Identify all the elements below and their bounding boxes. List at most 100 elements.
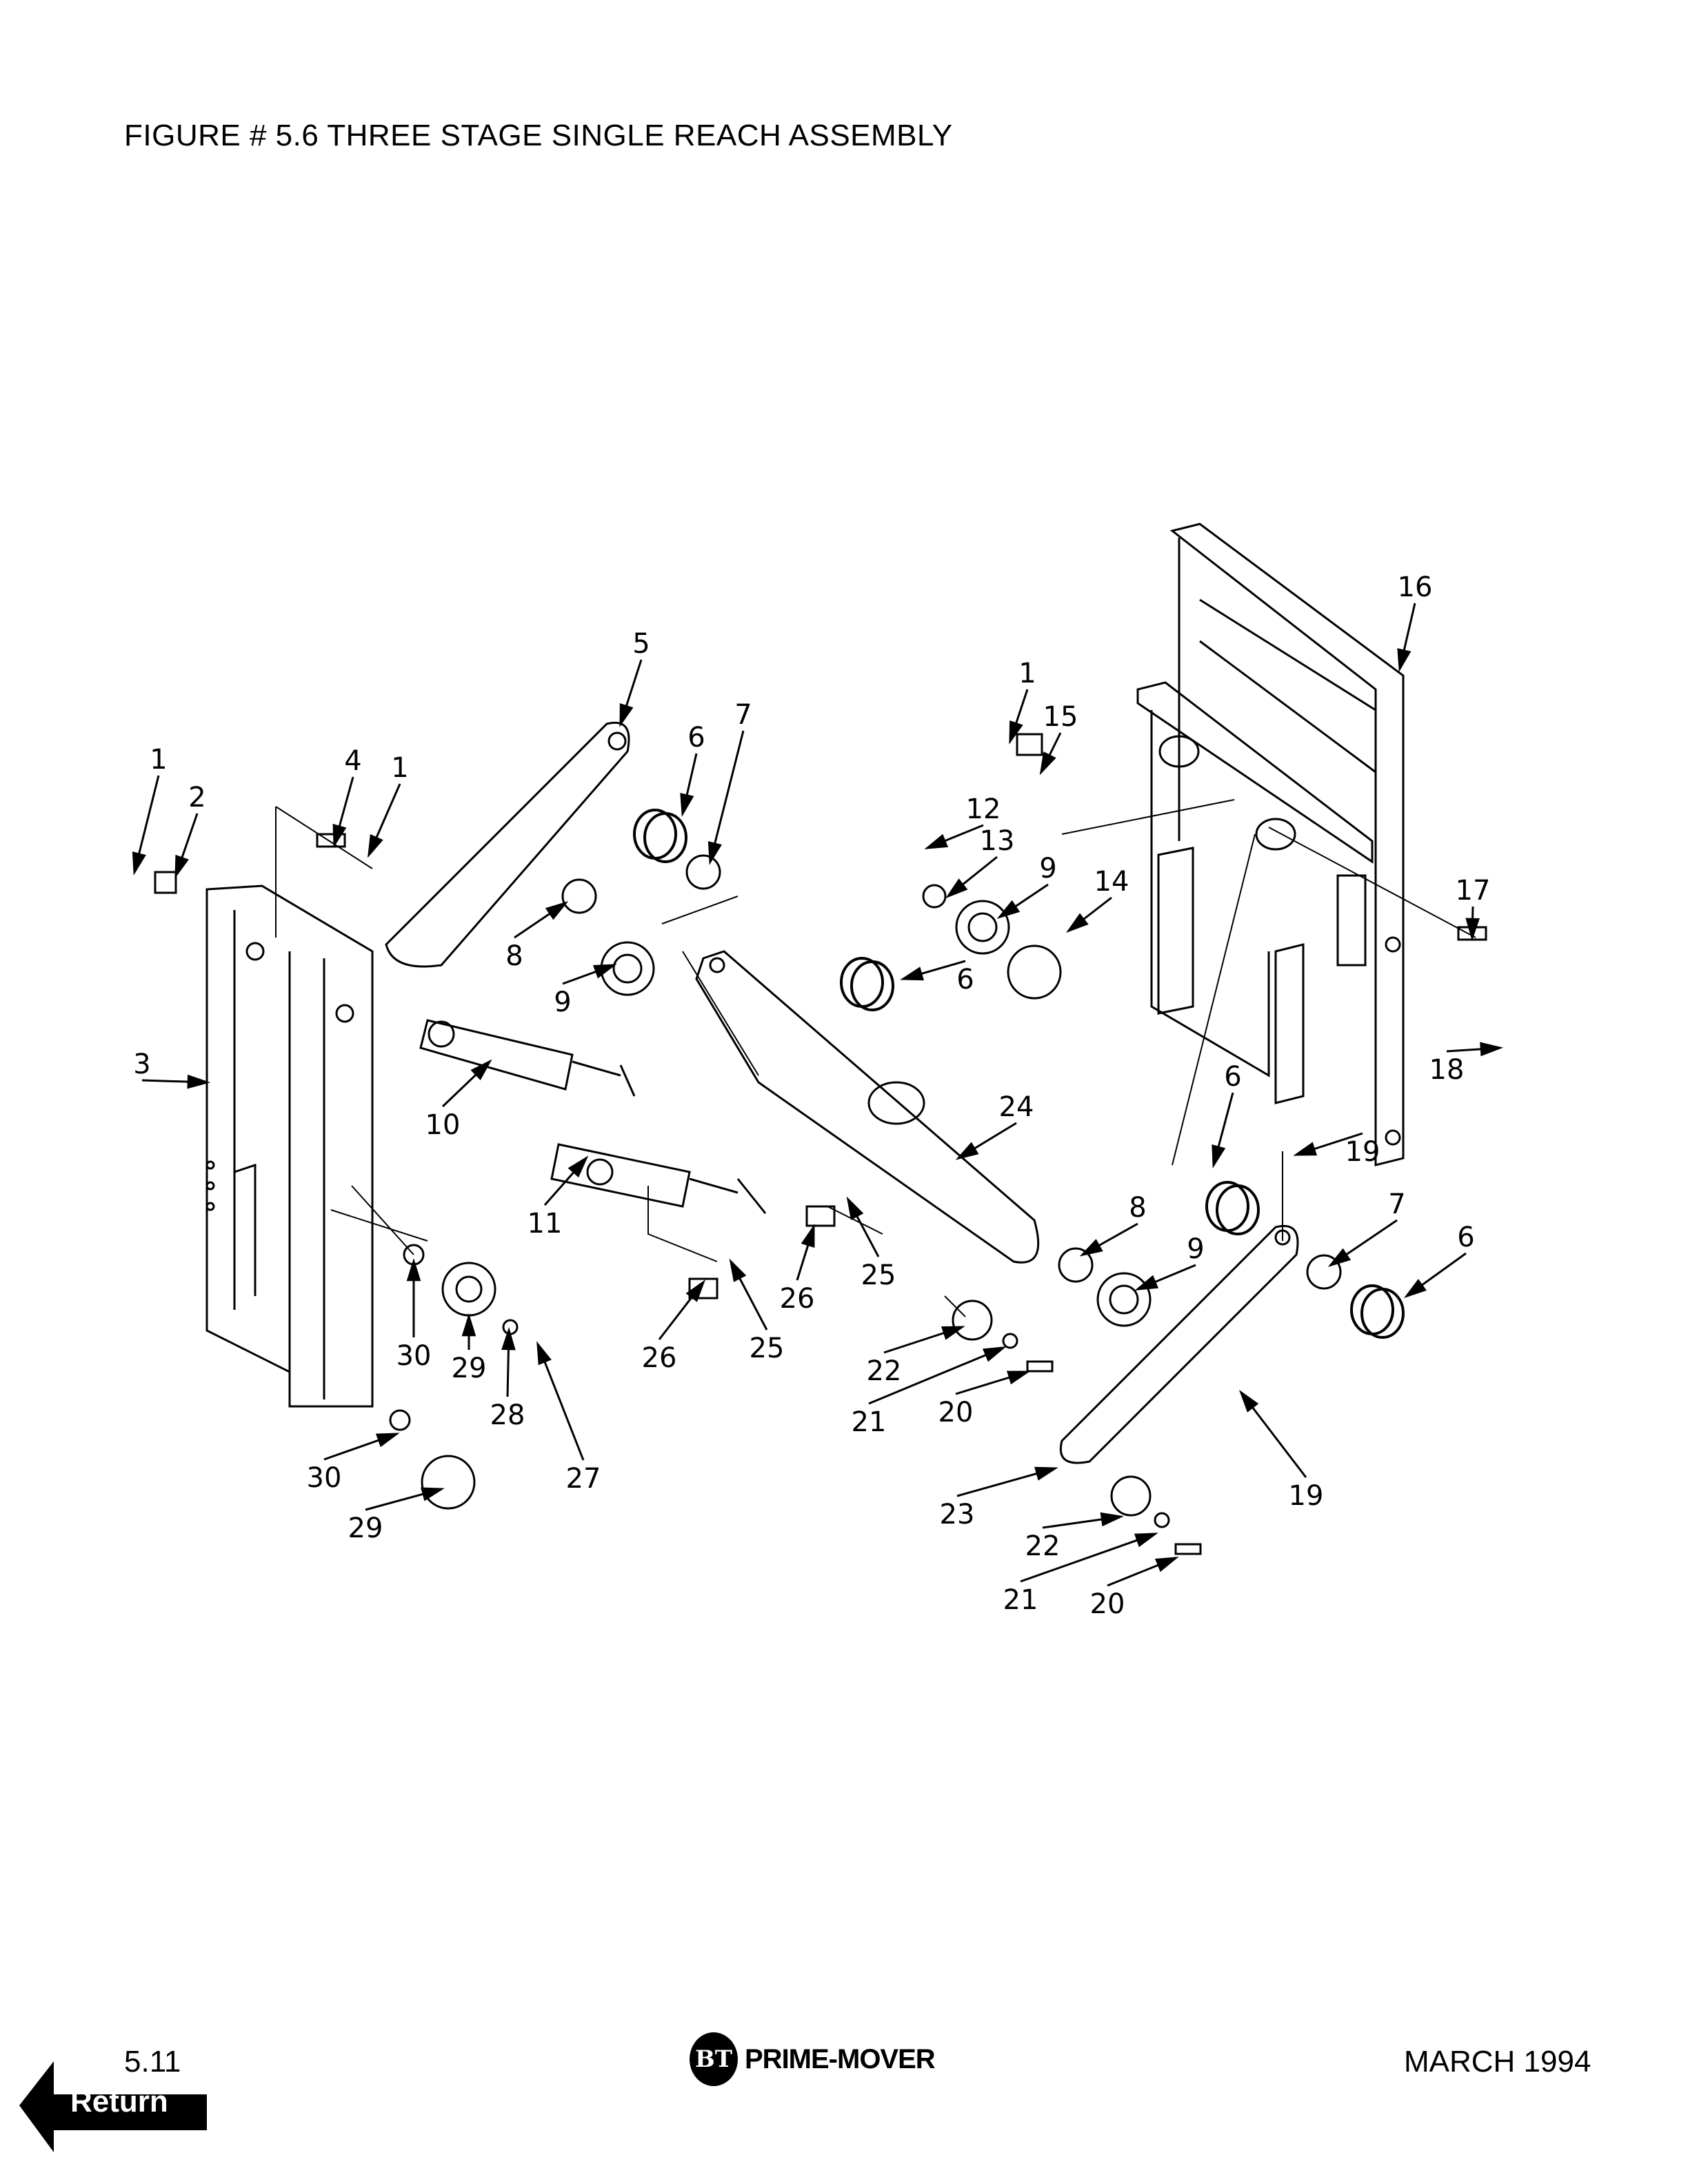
arrowhead-icon xyxy=(729,1258,747,1282)
callout-label: 2 xyxy=(188,782,205,813)
bt-logo-badge: BT xyxy=(690,2032,738,2086)
callout-label: 9 xyxy=(1187,1233,1204,1265)
arrowhead-icon xyxy=(900,967,925,981)
arm-part-5 xyxy=(385,722,630,968)
callout-label: 3 xyxy=(133,1049,150,1080)
arrowhead-icon xyxy=(1212,1144,1226,1169)
callout-label: 25 xyxy=(750,1333,785,1364)
arrowhead-icon xyxy=(1065,913,1089,933)
callout-label: 7 xyxy=(1388,1189,1405,1220)
callout-label: 16 xyxy=(1398,572,1433,603)
arrowhead-icon xyxy=(567,1155,589,1178)
carriage-frame-part-3 xyxy=(205,884,374,1408)
callout-arrows xyxy=(132,603,1504,1587)
callout-label: 8 xyxy=(1129,1192,1146,1224)
arrowhead-icon xyxy=(187,1074,211,1089)
arrowhead-icon xyxy=(1154,1557,1179,1573)
callout-leader xyxy=(709,730,745,862)
arrowhead-icon xyxy=(982,1346,1007,1362)
callout-label: 28 xyxy=(490,1399,525,1431)
callout-label: 23 xyxy=(940,1499,975,1530)
callout-label: 15 xyxy=(1043,701,1078,733)
arrowhead-icon xyxy=(421,1487,445,1502)
arrowhead-icon xyxy=(1034,1466,1058,1481)
callout-label: 20 xyxy=(1090,1588,1125,1620)
callout-label: 26 xyxy=(780,1283,815,1315)
arrowhead-icon xyxy=(801,1224,815,1248)
arrowhead-icon xyxy=(1397,648,1411,672)
callout-label: 1 xyxy=(391,752,408,784)
callout-leader xyxy=(868,1346,1004,1405)
arrowhead-icon xyxy=(945,878,968,899)
callout-label: 13 xyxy=(980,825,1015,857)
rollers xyxy=(389,854,1342,1528)
arm-part-23 xyxy=(1060,1225,1299,1464)
callout-label: 1 xyxy=(150,744,167,776)
arrowhead-icon xyxy=(1079,1239,1103,1257)
callout-label: 24 xyxy=(999,1091,1034,1123)
callout-label: 30 xyxy=(307,1462,342,1494)
arrowhead-icon xyxy=(846,1196,864,1220)
arrowhead-icon xyxy=(1238,1389,1259,1413)
arrowhead-icon xyxy=(1293,1142,1318,1156)
arm-part-24 xyxy=(695,950,1040,1264)
callout-label: 1 xyxy=(1018,658,1036,689)
callout-leader xyxy=(1020,1533,1156,1583)
callout-label: 26 xyxy=(642,1342,677,1374)
callout-leader xyxy=(536,1344,585,1461)
cylinder-part-11 xyxy=(550,1143,767,1214)
callout-label: 20 xyxy=(938,1397,974,1428)
callout-label: 6 xyxy=(687,722,705,754)
callout-label: 14 xyxy=(1094,866,1129,898)
return-button[interactable]: Return xyxy=(17,2059,210,2155)
callout-label: 17 xyxy=(1456,875,1491,907)
arrowhead-icon xyxy=(1100,1512,1125,1527)
arrowhead-icon xyxy=(955,1142,979,1160)
arrowhead-icon xyxy=(1134,1275,1159,1291)
arrowhead-icon xyxy=(461,1313,476,1337)
callout-label: 12 xyxy=(966,793,1001,825)
callout-label: 25 xyxy=(861,1260,896,1291)
arrowhead-icon xyxy=(545,901,569,920)
callout-label: 22 xyxy=(1025,1530,1061,1562)
callout-label: 29 xyxy=(348,1513,383,1544)
callout-label: 11 xyxy=(528,1208,563,1240)
callout-label: 27 xyxy=(566,1463,601,1495)
arrowhead-icon xyxy=(1403,1279,1427,1298)
callout-label: 8 xyxy=(505,940,523,972)
arrowhead-icon xyxy=(680,793,694,817)
arrowhead-icon xyxy=(1327,1248,1352,1267)
cylinder-part-10 xyxy=(419,1019,636,1097)
callout-label: 5 xyxy=(632,628,650,660)
callout-label: 6 xyxy=(956,964,974,995)
callout-label: 7 xyxy=(734,699,752,731)
arrowhead-icon xyxy=(1480,1042,1504,1057)
callout-label: 4 xyxy=(344,745,361,777)
back-arrow-icon xyxy=(19,2061,207,2152)
arrowhead-icon xyxy=(332,824,347,848)
arrowhead-icon xyxy=(685,1279,706,1302)
arrowhead-icon xyxy=(174,854,189,879)
arrowhead-icon xyxy=(1006,1371,1031,1385)
arrowhead-icon xyxy=(406,1257,421,1282)
page-number: 5.11 xyxy=(124,2045,181,2079)
callout-label: 18 xyxy=(1429,1054,1465,1086)
arrowhead-icon xyxy=(536,1341,552,1366)
callout-label: 19 xyxy=(1345,1136,1380,1168)
arrowhead-icon xyxy=(707,841,722,865)
brand-logo: BT PRIME-MOVER xyxy=(690,2032,936,2086)
callout-label: 19 xyxy=(1289,1480,1324,1512)
figure-title: FIGURE # 5.6 THREE STAGE SINGLE REACH AS… xyxy=(124,119,953,152)
callout-label: 30 xyxy=(396,1340,432,1372)
callout-label: 9 xyxy=(1039,853,1056,884)
callout-label: 21 xyxy=(1003,1584,1038,1616)
arrowhead-icon xyxy=(592,964,617,979)
arrowhead-icon xyxy=(924,833,949,849)
brand-name: PRIME-MOVER xyxy=(745,2043,936,2074)
arrowhead-icon xyxy=(470,1059,492,1080)
callout-label: 9 xyxy=(554,987,571,1018)
arrowhead-icon xyxy=(375,1433,400,1448)
assembly-leader-lines xyxy=(275,799,1476,1317)
